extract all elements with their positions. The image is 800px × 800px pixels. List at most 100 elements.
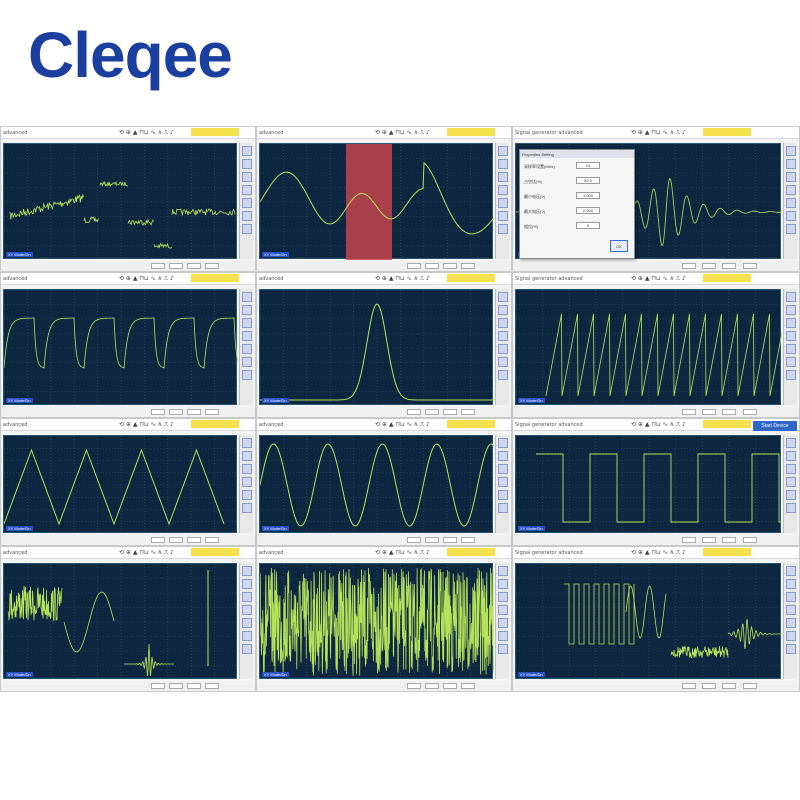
value-box[interactable]: [702, 683, 716, 689]
side-tool-button[interactable]: [786, 370, 796, 380]
side-tool-button[interactable]: [786, 185, 796, 195]
trigger-indicator[interactable]: [191, 548, 239, 556]
side-tool-button[interactable]: [498, 503, 508, 513]
side-tool-button[interactable]: [786, 172, 796, 182]
side-tool-button[interactable]: [498, 146, 508, 156]
value-box[interactable]: [151, 263, 165, 269]
side-tool-button[interactable]: [786, 357, 796, 367]
side-tool-button[interactable]: [498, 344, 508, 354]
side-tool-button[interactable]: [498, 464, 508, 474]
value-box[interactable]: [681, 537, 696, 543]
value-box[interactable]: [722, 263, 737, 269]
side-tool-button[interactable]: [498, 159, 508, 169]
value-box[interactable]: [169, 537, 183, 543]
value-box[interactable]: [407, 683, 421, 689]
side-tool-button[interactable]: [498, 370, 508, 380]
scope-window-p9[interactable]: Signal generator advanced⟲ ⊕ ▲ ⊓⊔ ∿ ∧ ⎍ …: [512, 418, 800, 546]
value-box[interactable]: [425, 263, 439, 269]
side-tool-button[interactable]: [498, 172, 508, 182]
side-tool-button[interactable]: [242, 631, 252, 641]
dialog-row-value[interactable]: 2.500: [576, 207, 600, 214]
trigger-indicator[interactable]: [447, 128, 495, 136]
side-tool-button[interactable]: [786, 451, 796, 461]
side-tool-button[interactable]: [242, 357, 252, 367]
value-box[interactable]: [169, 409, 183, 415]
side-tool-button[interactable]: [498, 490, 508, 500]
side-tool-button[interactable]: [242, 605, 252, 615]
value-box[interactable]: [461, 409, 475, 415]
value-box[interactable]: [702, 263, 716, 269]
trigger-indicator[interactable]: [703, 274, 751, 282]
value-box[interactable]: [742, 263, 757, 269]
side-tool-button[interactable]: [786, 631, 796, 641]
side-tool-button[interactable]: [242, 305, 252, 315]
side-tool-button[interactable]: [786, 211, 796, 221]
side-tool-button[interactable]: [242, 592, 252, 602]
value-box[interactable]: [407, 537, 421, 543]
side-tool-button[interactable]: [498, 292, 508, 302]
side-tool-button[interactable]: [242, 211, 252, 221]
value-box[interactable]: [742, 537, 757, 543]
trigger-indicator[interactable]: [191, 420, 239, 428]
value-box[interactable]: [702, 537, 716, 543]
side-tool-button[interactable]: [786, 292, 796, 302]
side-tool-button[interactable]: [498, 631, 508, 641]
side-tool-button[interactable]: [498, 592, 508, 602]
side-tool-button[interactable]: [786, 331, 796, 341]
side-tool-button[interactable]: [242, 477, 252, 487]
side-tool-button[interactable]: [786, 344, 796, 354]
side-tool-button[interactable]: [498, 357, 508, 367]
side-tool-button[interactable]: [242, 172, 252, 182]
side-tool-button[interactable]: [242, 566, 252, 576]
scope-window-p8[interactable]: advanced⟲ ⊕ ▲ ⊓⊔ ∿ ∧ ⎍ ♪XY Mode/Dn: [256, 418, 512, 546]
scope-display[interactable]: XY Mode/Dn: [259, 143, 494, 260]
side-tool-button[interactable]: [498, 605, 508, 615]
side-tool-button[interactable]: [242, 331, 252, 341]
side-tool-button[interactable]: [786, 146, 796, 156]
side-tool-button[interactable]: [498, 451, 508, 461]
side-tool-button[interactable]: [786, 318, 796, 328]
value-box[interactable]: [722, 409, 737, 415]
side-tool-button[interactable]: [786, 224, 796, 234]
side-tool-button[interactable]: [786, 644, 796, 654]
scope-display[interactable]: XY Mode/Dn: [259, 289, 494, 406]
start-device-button[interactable]: Start Device: [753, 421, 797, 431]
side-tool-button[interactable]: [242, 490, 252, 500]
side-tool-button[interactable]: [242, 579, 252, 589]
value-box[interactable]: [681, 263, 696, 269]
side-tool-button[interactable]: [242, 370, 252, 380]
scope-display[interactable]: XY Mode/Dn: [3, 289, 238, 406]
side-tool-button[interactable]: [242, 185, 252, 195]
side-tool-button[interactable]: [242, 344, 252, 354]
scope-display[interactable]: XY Mode/Dn: [3, 435, 238, 534]
scope-display[interactable]: XY Mode/Dn: [259, 435, 494, 534]
side-tool-button[interactable]: [498, 185, 508, 195]
side-tool-button[interactable]: [242, 644, 252, 654]
scope-window-p3[interactable]: Signal generator advanced⟲ ⊕ ▲ ⊓⊔ ∿ ∧ ⎍ …: [512, 126, 800, 272]
side-tool-button[interactable]: [498, 579, 508, 589]
value-box[interactable]: [681, 409, 696, 415]
dialog-row-value[interactable]: 1.000: [576, 192, 600, 199]
scope-window-p1[interactable]: advanced⟲ ⊕ ▲ ⊓⊔ ∿ ∧ ⎍ ♪XY Mode/Dn: [0, 126, 256, 272]
value-box[interactable]: [205, 537, 219, 543]
scope-window-p7[interactable]: advanced⟲ ⊕ ▲ ⊓⊔ ∿ ∧ ⎍ ♪XY Mode/Dn: [0, 418, 256, 546]
side-tool-button[interactable]: [498, 644, 508, 654]
value-box[interactable]: [681, 683, 696, 689]
trigger-indicator[interactable]: [191, 128, 239, 136]
side-tool-button[interactable]: [498, 618, 508, 628]
side-tool-button[interactable]: [786, 159, 796, 169]
side-tool-button[interactable]: [498, 198, 508, 208]
side-tool-button[interactable]: [242, 451, 252, 461]
value-box[interactable]: [722, 537, 737, 543]
side-tool-button[interactable]: [786, 503, 796, 513]
value-box[interactable]: [443, 409, 457, 415]
side-tool-button[interactable]: [786, 618, 796, 628]
value-box[interactable]: [443, 537, 457, 543]
value-box[interactable]: [151, 537, 165, 543]
scope-window-p12[interactable]: Signal generator advanced⟲ ⊕ ▲ ⊓⊔ ∿ ∧ ⎍ …: [512, 546, 800, 692]
side-tool-button[interactable]: [242, 438, 252, 448]
value-box[interactable]: [742, 409, 757, 415]
value-box[interactable]: [425, 537, 439, 543]
value-box[interactable]: [187, 683, 201, 689]
